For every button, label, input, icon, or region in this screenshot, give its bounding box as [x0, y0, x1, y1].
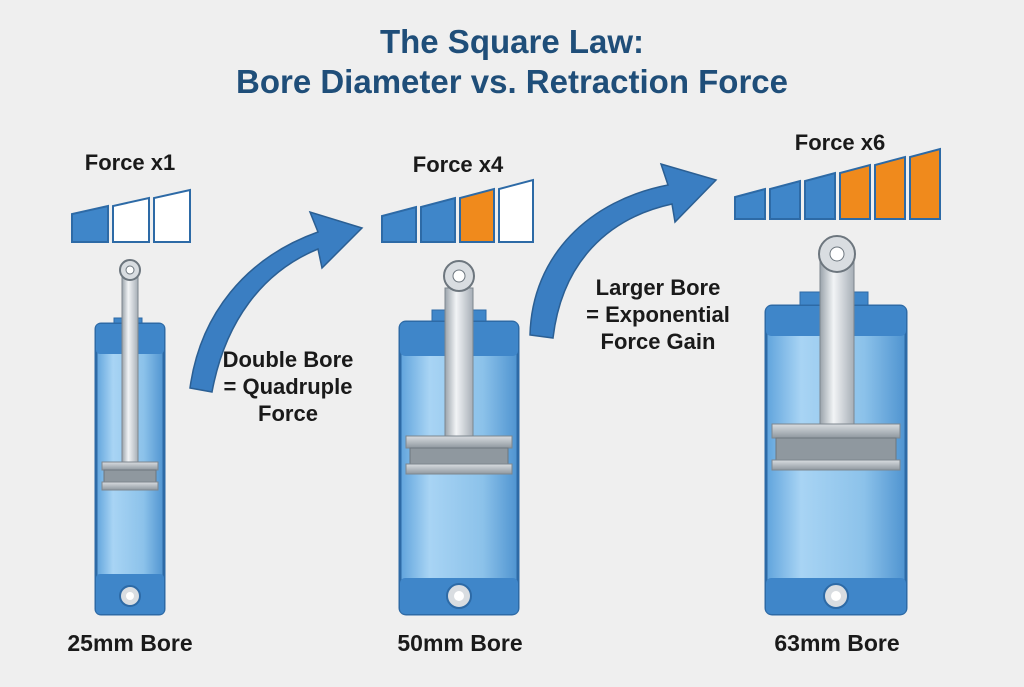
force-segment	[734, 187, 766, 220]
force-segment	[112, 196, 150, 243]
note-line: Larger Bore	[595, 275, 721, 300]
bore-label-25mm: 25mm Bore	[67, 630, 193, 656]
force-label-50mm: Force x4	[412, 152, 504, 177]
curved-arrow-icon	[529, 162, 718, 339]
cylinder-50mm	[398, 260, 520, 616]
page-title-line-2: Bore Diameter vs. Retraction Force	[235, 63, 789, 100]
force-label-63mm: Force x6	[794, 130, 886, 155]
note-line: = Quadruple	[223, 374, 353, 399]
cylinder-63mm	[764, 235, 908, 616]
note-line: Force	[258, 401, 318, 426]
force-segment	[459, 187, 495, 243]
force-bars-50mm	[381, 178, 534, 243]
force-segment	[769, 179, 801, 220]
force-segment	[153, 188, 191, 243]
note-line: Double Bore	[222, 347, 354, 372]
force-bars-63mm	[734, 147, 941, 220]
force-segment	[804, 171, 836, 220]
force-segment	[381, 205, 417, 243]
force-label-25mm: Force x1	[84, 150, 176, 175]
bore-label-50mm: 50mm Bore	[397, 630, 523, 656]
force-segment	[420, 196, 456, 243]
bore-label-63mm: 63mm Bore	[774, 630, 900, 656]
curved-arrow-icon	[189, 210, 364, 393]
force-bars-25mm	[71, 188, 191, 243]
note-line: Force Gain	[600, 329, 716, 354]
force-segment	[839, 163, 871, 220]
page-title-line-1: The Square Law:	[379, 23, 645, 60]
force-segment	[498, 178, 534, 243]
force-segment	[71, 204, 109, 243]
larger-bore-note: Larger Bore = Exponential Force Gain	[558, 274, 758, 355]
force-segment	[909, 147, 941, 220]
cylinder-25mm	[94, 259, 166, 616]
note-line: = Exponential	[586, 302, 730, 327]
double-bore-note: Double Bore = Quadruple Force	[188, 346, 388, 427]
force-segment	[874, 155, 906, 220]
